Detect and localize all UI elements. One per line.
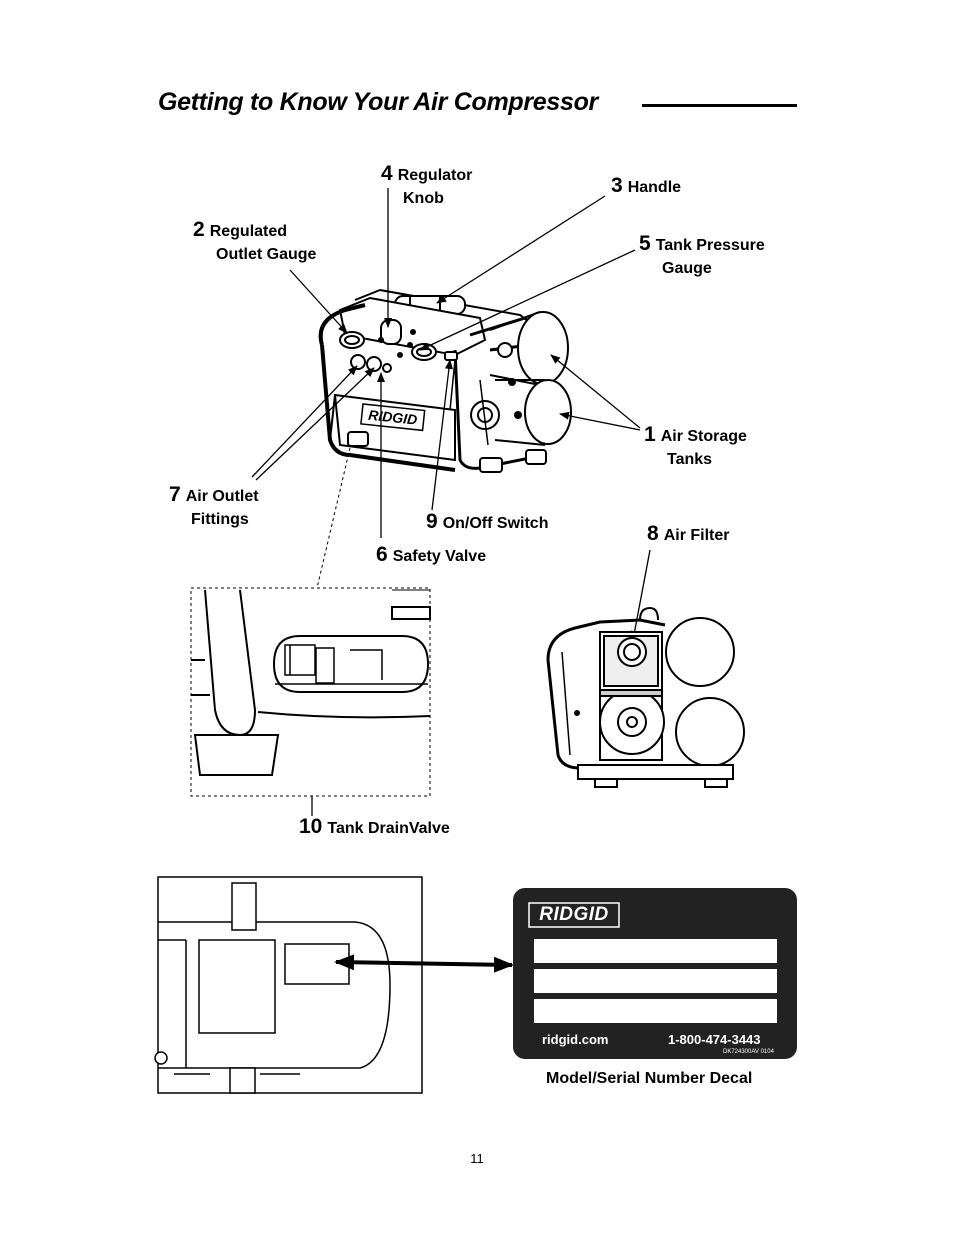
callout-label-line2: Tanks bbox=[667, 451, 713, 468]
callout-label-line2: Knob bbox=[403, 190, 444, 207]
callout-label: Tank DrainValve bbox=[327, 820, 450, 837]
callout-label: Regulator bbox=[397, 167, 473, 184]
callout-number: 2 bbox=[193, 218, 205, 241]
callout-label: Handle bbox=[627, 179, 682, 196]
decal-phone: 1-800-474-3443 bbox=[668, 1032, 761, 1047]
callout-number: 10 bbox=[299, 815, 323, 838]
page-number: 11 bbox=[470, 1151, 484, 1166]
decal-caption: Model/Serial Number Decal bbox=[546, 1070, 753, 1087]
callout-number: 9 bbox=[426, 510, 438, 533]
callout-label: Air Outlet bbox=[185, 488, 259, 505]
callout-label: Safety Valve bbox=[392, 548, 487, 565]
callout-number: 4 bbox=[381, 162, 393, 185]
callout-label: Air Filter bbox=[663, 527, 730, 544]
callout-label-line2: Fittings bbox=[191, 511, 249, 528]
location-arrow bbox=[334, 954, 514, 973]
callout-label: On/Off Switch bbox=[442, 515, 549, 532]
callout-number: 8 bbox=[647, 522, 659, 545]
compressor-main-drawing bbox=[318, 288, 572, 473]
decal-website: ridgid.com bbox=[542, 1032, 609, 1047]
callout-label: Regulated bbox=[209, 223, 288, 240]
detail-connector bbox=[316, 447, 351, 589]
side-view-drawing bbox=[546, 606, 745, 788]
decal-code: DK724300AV 0104 bbox=[723, 1049, 774, 1055]
callout-number: 3 bbox=[611, 174, 623, 197]
drain-detail-inset bbox=[190, 587, 431, 797]
body-logo-text: RIDGID bbox=[368, 407, 418, 428]
decal-brand: RIDGID bbox=[539, 904, 609, 925]
callout-label: Air Storage bbox=[660, 428, 747, 445]
callout-label: Tank Pressure bbox=[655, 237, 765, 254]
page-title: Getting to Know Your Air Compressor bbox=[158, 88, 598, 116]
callout-number: 7 bbox=[169, 483, 181, 506]
serial-location-drawing bbox=[154, 876, 514, 1094]
callout-number: 6 bbox=[376, 543, 388, 566]
callout-number: 1 bbox=[644, 423, 656, 446]
callout-number: 5 bbox=[639, 232, 651, 255]
title-rule bbox=[642, 104, 797, 107]
body-logo: RIDGID bbox=[360, 403, 426, 432]
callout-label-line2: Gauge bbox=[662, 260, 712, 277]
callout-label-line2: Outlet Gauge bbox=[216, 246, 317, 263]
model-serial-decal bbox=[513, 888, 797, 1059]
